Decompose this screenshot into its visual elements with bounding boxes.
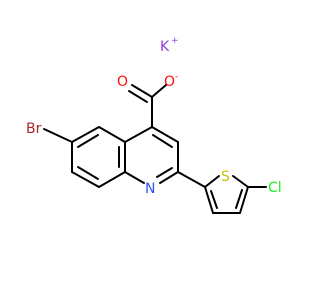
bond-double-inner — [235, 189, 243, 209]
bond-double-inner — [128, 90, 148, 103]
bond — [71, 171, 100, 188]
atom-labels: K + O O - Br N S Cl — [26, 36, 282, 197]
chlorine-label: Cl — [268, 180, 282, 196]
structure-canvas: K + O O - Br N S Cl — [26, 36, 282, 214]
carbonyl-oxygen-label: O — [117, 74, 128, 90]
potassium-charge: + — [171, 36, 179, 46]
bond — [204, 175, 220, 188]
bond — [131, 84, 153, 98]
bromine-label: Br — [26, 121, 42, 137]
bond — [177, 171, 206, 188]
molecule-structure-diagram: K + O O - Br N S Cl — [26, 36, 282, 214]
bond — [239, 186, 249, 214]
bond — [124, 171, 145, 184]
bond-double-inner — [156, 167, 173, 178]
bond — [151, 84, 167, 98]
bond — [232, 175, 249, 188]
bond — [151, 126, 179, 143]
bond-double-inner — [77, 134, 99, 148]
bond — [98, 171, 126, 188]
anion-oxygen-charge: - — [175, 72, 178, 82]
sulfur-label: S — [221, 169, 230, 185]
bond — [98, 126, 126, 143]
bond-double-inner — [77, 166, 99, 180]
bond — [124, 126, 153, 143]
bonds — [43, 84, 267, 214]
bond — [159, 171, 179, 184]
bond-double-inner — [152, 134, 173, 148]
potassium-label: K — [160, 39, 170, 55]
bond — [204, 186, 214, 214]
bond-double-inner — [210, 190, 218, 209]
anion-oxygen-label: O — [164, 74, 175, 90]
bond — [43, 128, 73, 143]
bond — [71, 126, 100, 143]
nitrogen-label: N — [145, 181, 155, 197]
